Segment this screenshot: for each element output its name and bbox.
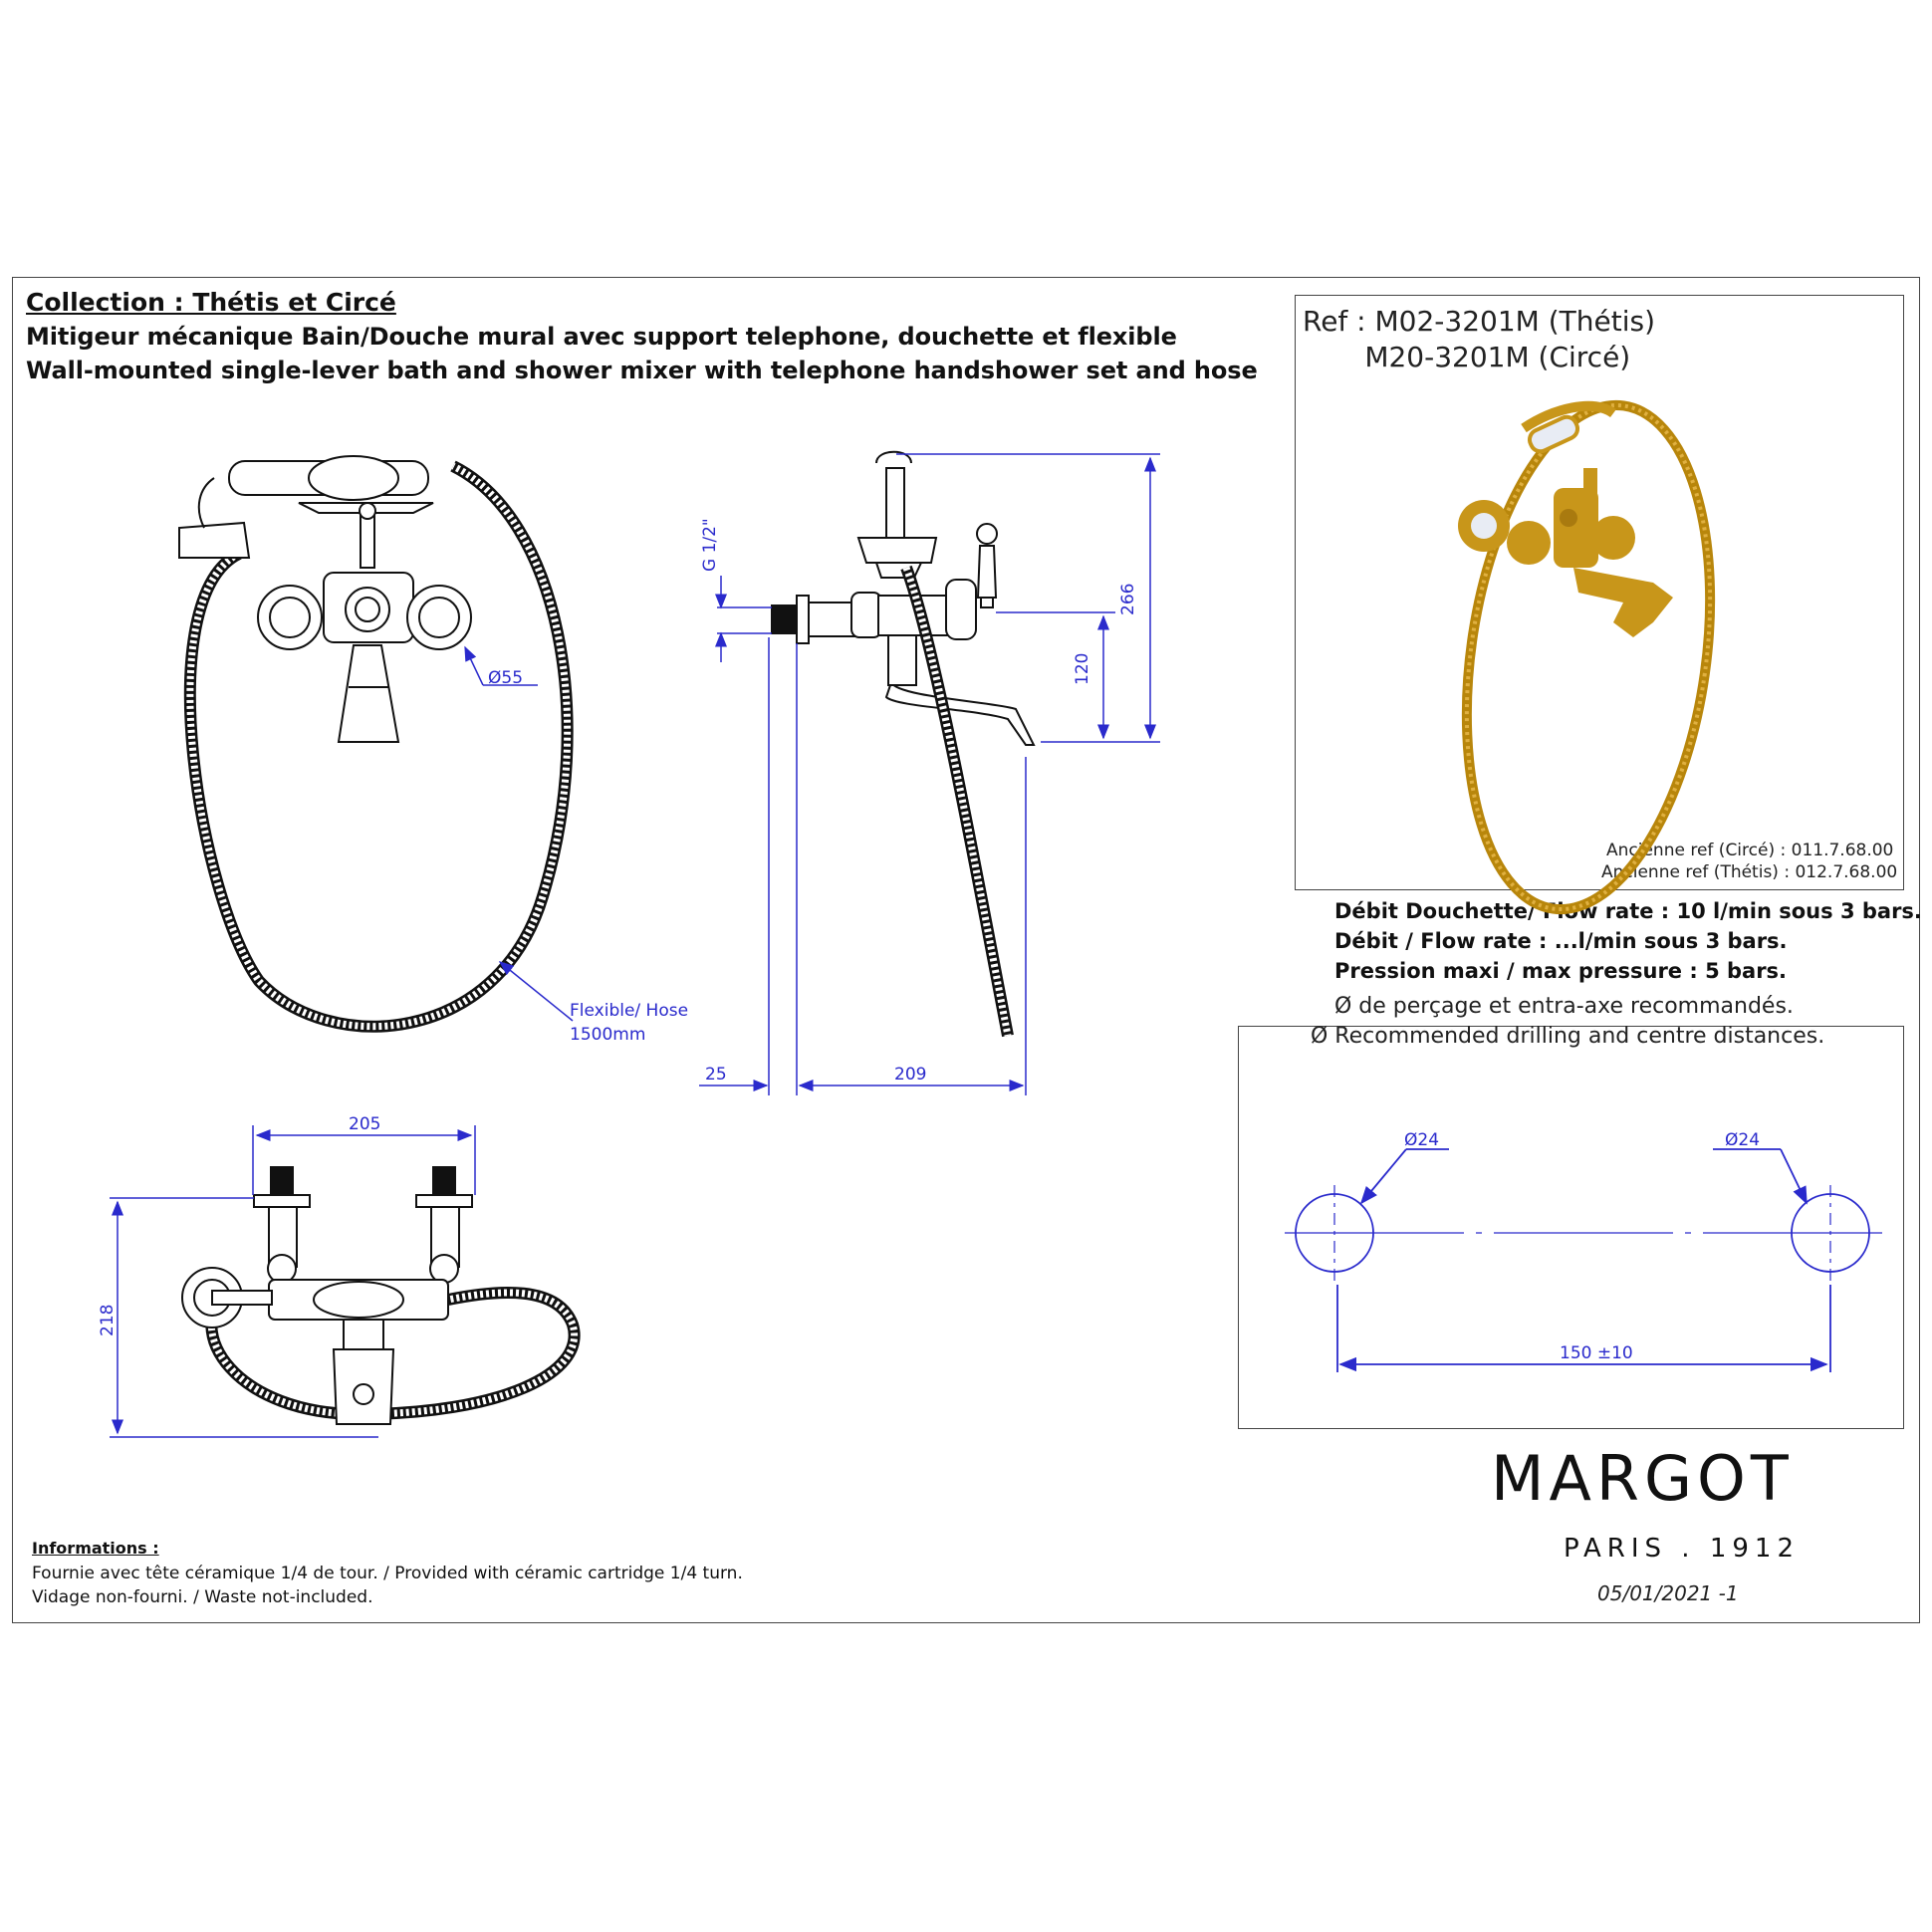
- top-view: [181, 1166, 581, 1425]
- dim-hose-label-2: 1500mm: [570, 1025, 645, 1045]
- spec-flow-handshower: Débit Douchette/ Flow rate : 10 l/min so…: [1334, 899, 1922, 923]
- info-cartridge: Fournie avec tête céramique 1/4 de tour.…: [32, 1564, 743, 1583]
- top-dims: [110, 1125, 476, 1438]
- dim-width-top: 205: [349, 1114, 380, 1134]
- side-spout: [884, 678, 1036, 746]
- front-handshower-head: [178, 521, 251, 559]
- dim-hose-label-1: Flexible/ Hose: [570, 1001, 688, 1021]
- side-view: [771, 450, 1036, 1038]
- dim-hole-right: Ø24: [1725, 1130, 1760, 1150]
- front-view: [178, 455, 574, 1033]
- front-dims: [464, 645, 574, 1022]
- drilling-diagram: [1285, 1148, 1882, 1372]
- drilling-note-en: Ø Recommended drilling and centre distan…: [1311, 1024, 1825, 1049]
- ref-thetis: Ref : M02-3201M (Thétis): [1303, 305, 1655, 338]
- dim-depth-top: 218: [98, 1305, 118, 1336]
- title-block: Collection : Thétis et Circé Mitigeur mé…: [26, 286, 1258, 387]
- dim-centre-distance: 150 ±10: [1560, 1343, 1633, 1363]
- old-ref-circe: Ancienne ref (Circé) : 011.7.68.00: [1606, 841, 1894, 860]
- drilling-panel: [1238, 1026, 1904, 1429]
- dim-offset-wall: 25: [705, 1065, 727, 1085]
- old-ref-thetis: Ancienne ref (Thétis) : 012.7.68.00: [1601, 862, 1898, 882]
- dim-height-total: 266: [1118, 584, 1138, 615]
- spec-pressure: Pression maxi / max pressure : 5 bars.: [1334, 959, 1788, 983]
- information-block: Informations : Fournie avec tête céramiq…: [32, 1536, 743, 1609]
- ref-circe: M20-3201M (Circé): [1364, 341, 1631, 373]
- dim-thread: G 1/2": [700, 518, 720, 572]
- reference-text: Ref : M02-3201M (Thétis) M20-3201M (Circ…: [1303, 304, 1655, 375]
- brand-logo: MARGOT: [1491, 1442, 1794, 1515]
- info-waste: Vidage non-fourni. / Waste not-included.: [32, 1587, 373, 1607]
- dim-handle-diameter: Ø55: [488, 668, 523, 688]
- product-title-en: Wall-mounted single-lever bath and showe…: [26, 357, 1258, 384]
- side-dims: [699, 453, 1160, 1095]
- dim-height-spout: 120: [1073, 653, 1092, 685]
- specs-block: Débit Douchette/ Flow rate : 10 l/min so…: [1334, 896, 1922, 986]
- product-title-fr: Mitigeur mécanique Bain/Douche mural ave…: [26, 323, 1177, 351]
- revision-date: 05/01/2021 -1: [1597, 1581, 1739, 1605]
- dim-hole-left: Ø24: [1404, 1130, 1439, 1150]
- product-render: [1458, 399, 1716, 915]
- info-title: Informations :: [32, 1539, 159, 1558]
- brand-subtitle: PARIS . 1912: [1564, 1534, 1801, 1564]
- collection-title: Collection : Thétis et Circé: [26, 288, 396, 317]
- spec-flow: Débit / Flow rate : ...l/min sous 3 bars…: [1334, 929, 1788, 953]
- dim-spout-reach: 209: [894, 1065, 926, 1085]
- reference-panel: [1295, 295, 1904, 890]
- drawing-frame: [12, 277, 1920, 1623]
- drilling-note-fr: Ø de perçage et entra-axe recommandés.: [1334, 994, 1794, 1019]
